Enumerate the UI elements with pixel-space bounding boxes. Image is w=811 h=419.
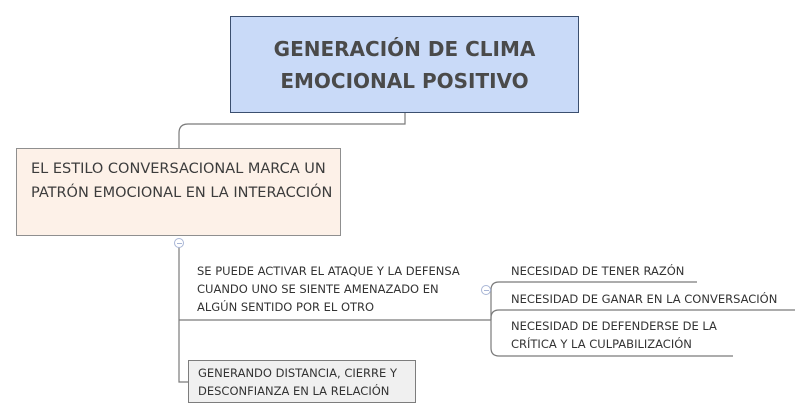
collapse-main-icon[interactable] — [174, 238, 184, 248]
leaf-defenderse-critica-text: NECESIDAD DE DEFENDERSE DE LA CRÍTICA Y … — [511, 319, 717, 351]
collapse-subtopic-icon[interactable] — [481, 285, 491, 295]
connector-leaf2 — [490, 309, 795, 320]
subtopic-distancia[interactable]: GENERANDO DISTANCIA, CIERRE Y DESCONFIAN… — [188, 360, 416, 403]
main-topic[interactable]: EL ESTILO CONVERSACIONAL MARCA UN PATRÓN… — [16, 148, 341, 236]
root-topic-line1: GENERACIÓN DE CLIMA — [273, 36, 536, 61]
connector-main-spine — [178, 247, 188, 383]
leaf-ganar-conversacion[interactable]: NECESIDAD DE GANAR EN LA CONVERSACIÓN — [511, 290, 777, 308]
connector-root-main — [178, 113, 406, 148]
leaf-tener-razon[interactable]: NECESIDAD DE TENER RAZÓN — [511, 262, 684, 280]
subtopic-distancia-text: GENERANDO DISTANCIA, CIERRE Y DESCONFIAN… — [198, 366, 397, 398]
connector-leaf3 — [490, 320, 733, 357]
leaf-ganar-conversacion-text: NECESIDAD DE GANAR EN LA CONVERSACIÓN — [511, 292, 778, 306]
connector-leaf1 — [490, 281, 697, 320]
leaf-defenderse-critica[interactable]: NECESIDAD DE DEFENDERSE DE LA CRÍTICA Y … — [511, 317, 751, 353]
root-topic[interactable]: GENERACIÓN DE CLIMA EMOCIONAL POSITIVO — [230, 16, 579, 113]
root-topic-line2: EMOCIONAL POSITIVO — [280, 68, 529, 93]
subtopic-attack-defense-text: SE PUEDE ACTIVAR EL ATAQUE Y LA DEFENSA … — [197, 264, 460, 314]
subtopic-attack-defense[interactable]: SE PUEDE ACTIVAR EL ATAQUE Y LA DEFENSA … — [197, 262, 477, 316]
main-topic-text: EL ESTILO CONVERSACIONAL MARCA UN PATRÓN… — [31, 161, 333, 201]
leaf-tener-razon-text: NECESIDAD DE TENER RAZÓN — [511, 264, 685, 278]
